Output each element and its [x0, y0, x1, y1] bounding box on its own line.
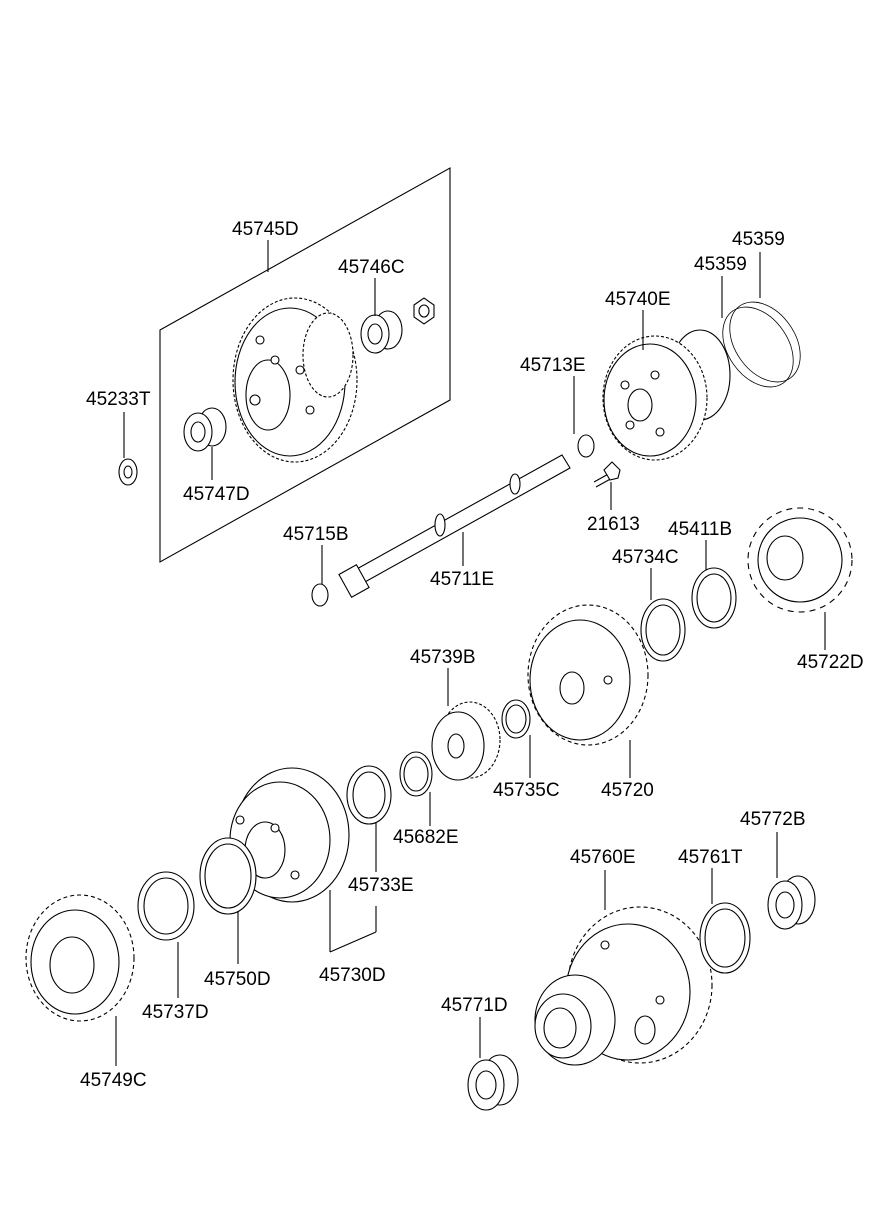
part-45745D-gear: [232, 297, 358, 463]
label-45733E: 45733E: [348, 875, 414, 896]
part-45747D-bearing: [183, 407, 227, 452]
part-45715B-ring: [311, 583, 329, 607]
part-45737D-ring: [137, 871, 195, 941]
label-45359-upper: 45359: [732, 229, 785, 250]
label-45411B: 45411B: [668, 519, 732, 540]
part-45720-gear: [527, 604, 649, 746]
label-45233T: 45233T: [86, 389, 151, 410]
part-45711E-shaft: [338, 454, 571, 598]
part-45746C-bearing: [360, 310, 403, 354]
part-45735C-ring: [501, 699, 531, 739]
label-45359-lower: 45359: [694, 254, 747, 275]
part-45749C-gear: [25, 894, 135, 1022]
part-45734C-shim: [640, 598, 686, 662]
part-45739B-gear: [431, 701, 501, 781]
label-45746C: 45746C: [338, 257, 405, 278]
label-45715B: 45715B: [283, 524, 349, 545]
label-45745D: 45745D: [232, 219, 299, 240]
part-45771D-bearing: [467, 1054, 519, 1111]
label-45749C: 45749C: [80, 1070, 147, 1091]
part-45733E-shim: [346, 765, 392, 825]
part-45760E-differential: [534, 906, 713, 1066]
label-21613: 21613: [587, 514, 640, 535]
label-45722D: 45722D: [797, 652, 864, 673]
label-45682E: 45682E: [393, 827, 459, 848]
part-45682E-ring: [399, 751, 433, 797]
label-45760E: 45760E: [570, 847, 636, 868]
label-45720: 45720: [601, 780, 654, 801]
part-45761T-ring: [699, 902, 751, 974]
label-45713E: 45713E: [520, 355, 586, 376]
leader-lines: [115, 240, 826, 1066]
label-45734C: 45734C: [612, 547, 679, 568]
label-45711E: 45711E: [430, 569, 494, 590]
part-45713E-ring: [577, 434, 595, 458]
label-45737D: 45737D: [142, 1002, 209, 1023]
label-45761T: 45761T: [678, 847, 743, 868]
assembly-outline-45745D: [159, 167, 451, 563]
label-45730D: 45730D: [319, 965, 386, 986]
part-45740E-gear: [602, 329, 731, 461]
label-45739B: 45739B: [410, 647, 476, 668]
label-45750D: 45750D: [204, 969, 271, 990]
part-45359-snap-rings: [722, 301, 801, 388]
part-45750D-ring: [199, 837, 257, 915]
label-45735C: 45735C: [493, 780, 560, 801]
part-45772B-bearing: [767, 875, 816, 930]
part-nut: [413, 297, 435, 325]
label-45747D: 45747D: [183, 484, 250, 505]
part-45411B-shim: [691, 567, 737, 629]
label-45772B: 45772B: [740, 809, 806, 830]
label-45740E: 45740E: [605, 289, 671, 310]
part-45233T-washer: [118, 458, 138, 486]
part-45722D-tone-wheel: [747, 507, 853, 613]
part-21613-bolt: [593, 461, 621, 488]
label-45771D: 45771D: [441, 995, 508, 1016]
